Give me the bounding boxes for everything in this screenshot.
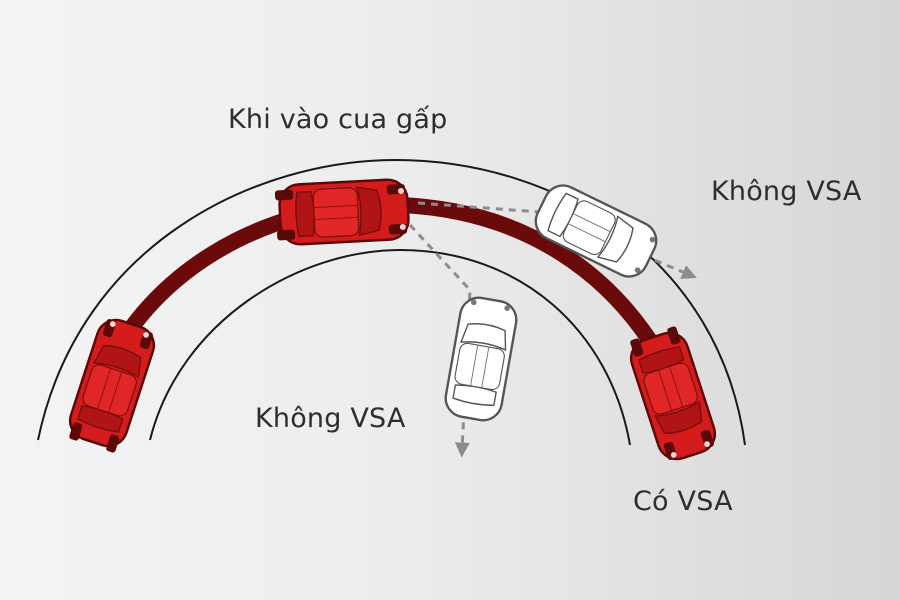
diagram-title: Khi vào cua gấp	[228, 104, 448, 135]
outer-road-edge	[37, 158, 746, 446]
label-with-vsa: Có VSA	[633, 486, 733, 517]
label-no-vsa-outer: Không VSA	[711, 176, 862, 207]
red-car-top	[273, 177, 411, 247]
inner-road-edge	[149, 248, 631, 446]
red-car-exit	[623, 322, 722, 466]
white-car-outer	[528, 178, 664, 284]
label-no-vsa-inner: Không VSA	[255, 403, 406, 434]
white-car-inner	[441, 293, 521, 425]
